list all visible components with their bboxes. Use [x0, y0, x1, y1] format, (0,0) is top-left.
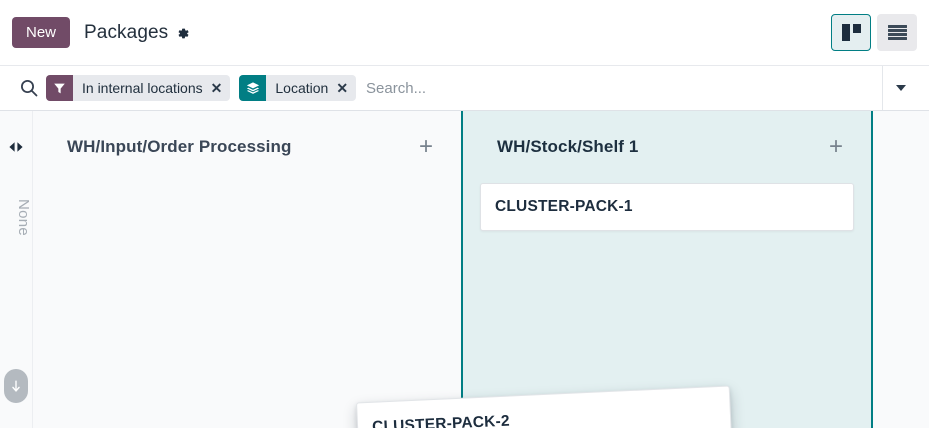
breadcrumb: Packages: [84, 22, 190, 44]
view-switcher: [831, 14, 917, 51]
search-input[interactable]: [366, 79, 882, 97]
facet-label: In internal locations: [82, 80, 203, 96]
facet-remove-icon[interactable]: ✕: [336, 80, 349, 96]
kanban-column-title: WH/Input/Order Processing: [67, 137, 292, 156]
search-icon[interactable]: [18, 77, 40, 99]
kanban-card[interactable]: CLUSTER-PACK-1: [480, 183, 854, 231]
kanban-icon: [841, 24, 861, 41]
kanban-column-stock-shelf-1[interactable]: WH/Stock/Shelf 1 + CLUSTER-PACK-1: [461, 111, 873, 428]
kanban-column-header: WH/Input/Order Processing +: [47, 111, 447, 183]
facet-remove-icon[interactable]: ✕: [210, 80, 223, 96]
filter-icon: [46, 75, 73, 101]
kanban-card-list: CLUSTER-PACK-1: [477, 183, 857, 231]
kanban-column-title: WH/Stock/Shelf 1: [497, 137, 639, 156]
kanban-columns: WH/Input/Order Processing + WH/Stock/She…: [33, 111, 929, 428]
group-sidebar: None: [0, 111, 33, 428]
kanban-board: None WH/Input/Order Processing + WH/Stoc…: [0, 111, 929, 428]
kanban-column-header: WH/Stock/Shelf 1 +: [477, 111, 857, 183]
search-facets: In internal locations ✕ Location ✕: [46, 75, 357, 101]
group-expand-button[interactable]: [4, 369, 28, 403]
kanban-card-title: CLUSTER-PACK-2: [371, 412, 511, 428]
kanban-card-title: CLUSTER-PACK-1: [495, 198, 633, 215]
new-button[interactable]: New: [12, 17, 71, 48]
layers-icon: [239, 75, 267, 101]
page-title: Packages: [84, 21, 169, 43]
facet-in-internal-locations[interactable]: In internal locations ✕: [46, 75, 231, 101]
kanban-column-add-button[interactable]: +: [418, 133, 433, 160]
group-label: None: [15, 199, 32, 237]
facet-label: Location: [275, 80, 329, 96]
view-button-kanban[interactable]: [831, 14, 871, 51]
collapse-expand-icon[interactable]: [0, 141, 32, 153]
search-dropdown-toggle[interactable]: [882, 66, 919, 110]
search-panel: In internal locations ✕ Location ✕: [0, 65, 929, 111]
chevron-down-icon: [896, 85, 906, 91]
list-icon: [887, 25, 907, 40]
gear-icon[interactable]: [175, 26, 190, 41]
kanban-empty-space: [873, 111, 929, 428]
facet-location[interactable]: Location ✕: [239, 75, 357, 101]
kanban-column-add-button[interactable]: +: [828, 133, 843, 160]
kanban-column-order-processing[interactable]: WH/Input/Order Processing +: [33, 111, 461, 428]
control-panel: New Packages: [0, 0, 929, 65]
view-button-list[interactable]: [877, 14, 917, 51]
